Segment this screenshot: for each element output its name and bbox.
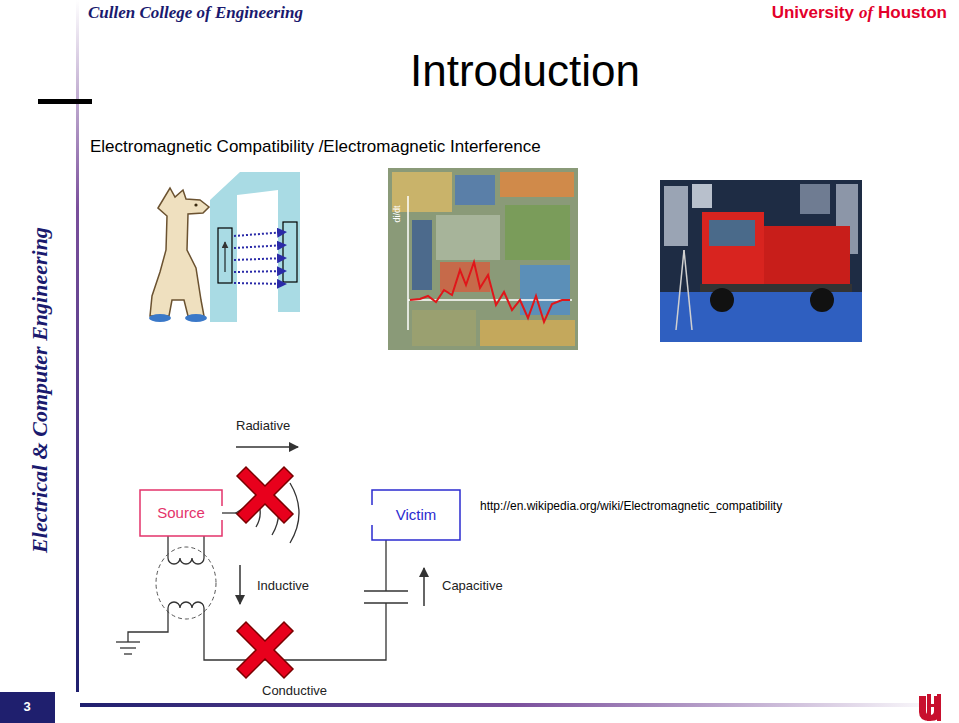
source-box: Source	[140, 490, 222, 536]
frame-shape	[210, 172, 300, 322]
department-name: Electrical & Computer Engineering	[27, 227, 52, 553]
label-slot: di/dt	[392, 205, 402, 222]
field-line	[234, 283, 286, 284]
college-name: Cullen College of Engineering	[88, 3, 303, 23]
antenna	[222, 512, 236, 513]
field-line	[234, 271, 286, 272]
victim-box: Victim	[372, 490, 460, 540]
didt-waveform	[410, 262, 570, 322]
wire	[204, 603, 386, 660]
label-slot: Cullen College of Engineering	[88, 3, 303, 23]
transformer-core	[156, 547, 216, 619]
loop-left	[218, 228, 232, 283]
inductor-coil	[168, 602, 204, 608]
node-text: Victim	[396, 506, 437, 523]
box-border	[140, 490, 222, 536]
university-word: University	[772, 3, 854, 23]
label-slot: Inductive	[257, 579, 309, 594]
chamber	[660, 180, 862, 342]
field-line	[234, 232, 286, 236]
label-slot: Electromagnetic Compatibility /Electroma…	[90, 137, 541, 157]
logo-h-bar	[927, 704, 941, 707]
truck-body	[764, 226, 850, 290]
die-block	[480, 320, 575, 346]
loop-right	[283, 222, 297, 282]
slide-subtitle: Electromagnetic Compatibility /Electroma…	[90, 137, 541, 157]
die-block	[455, 175, 495, 205]
capacitor-plate	[364, 602, 408, 603]
logo-h-left	[927, 694, 931, 721]
university-word: of	[859, 3, 873, 23]
label-slot: 3	[23, 700, 30, 715]
die-block	[412, 310, 476, 346]
wire	[385, 540, 386, 591]
page-number: 3	[23, 700, 30, 715]
header-right: UniversityofHouston	[772, 3, 947, 23]
wire	[128, 608, 168, 642]
title-slot: Introduction	[410, 46, 640, 97]
blocked-cross	[237, 467, 293, 523]
label-slot: Conductive	[262, 684, 327, 699]
absorber-panel	[692, 184, 712, 208]
ground-symbol	[120, 647, 136, 648]
inductor-coil	[168, 558, 204, 564]
bottom-rule	[80, 703, 945, 707]
absorber-panel	[800, 184, 830, 214]
plot-axis	[407, 196, 409, 330]
coupling-label: Conductive	[262, 684, 327, 699]
coupling-label: Inductive	[257, 579, 309, 594]
box-border	[372, 490, 460, 540]
coupling-cartoon	[149, 172, 300, 322]
university-word: Houston	[878, 3, 947, 23]
logo-h-right	[937, 694, 941, 721]
label-slot: Electrical & Computer Engineering	[27, 227, 52, 553]
figure-foot	[149, 314, 171, 322]
die	[388, 168, 578, 350]
label-slot: Capacitive	[442, 579, 503, 594]
absorber-panel	[664, 186, 688, 246]
figure-body	[150, 188, 209, 316]
uh-logo	[919, 694, 941, 721]
direction-arrow	[423, 568, 425, 606]
die-block	[505, 205, 570, 260]
label-slot: Radiative	[236, 419, 290, 434]
figure-eye	[194, 203, 197, 206]
field-line	[234, 258, 286, 260]
truck-wheel	[710, 288, 734, 312]
field-line	[234, 245, 286, 248]
source-url: http://en.wikipedia.org/wiki/Electromagn…	[480, 500, 782, 514]
blocked-cross	[237, 622, 293, 678]
title-dash	[38, 99, 92, 104]
page-number-tab	[0, 692, 55, 723]
truck-wheel	[810, 288, 834, 312]
label-slot: http://en.wikipedia.org/wiki/Electromagn…	[480, 500, 782, 514]
slide-title: Introduction	[410, 46, 640, 97]
die-block	[436, 215, 500, 260]
field-lines	[234, 232, 286, 284]
coupling-label: Radiative	[236, 419, 290, 434]
direction-arrow	[236, 446, 298, 448]
die-block	[500, 172, 574, 197]
die-block	[520, 265, 570, 315]
die-block	[440, 262, 490, 292]
figure-foot	[185, 314, 207, 322]
tripod-leg	[684, 250, 692, 330]
node-text: Source	[157, 504, 205, 521]
truck-photo	[660, 180, 862, 342]
chip-photo	[388, 168, 578, 350]
ground-symbol	[116, 641, 140, 642]
current-arrow	[225, 242, 226, 272]
coupling-circuit	[116, 447, 424, 678]
tripod-leg	[676, 250, 684, 330]
ground-symbol	[124, 653, 132, 654]
truck-window	[709, 220, 755, 246]
coupling-label: Capacitive	[442, 579, 503, 594]
truck-cab	[702, 212, 764, 292]
die-block	[412, 220, 432, 290]
direction-arrow	[239, 565, 241, 604]
axis-label: di/dt	[392, 205, 402, 222]
